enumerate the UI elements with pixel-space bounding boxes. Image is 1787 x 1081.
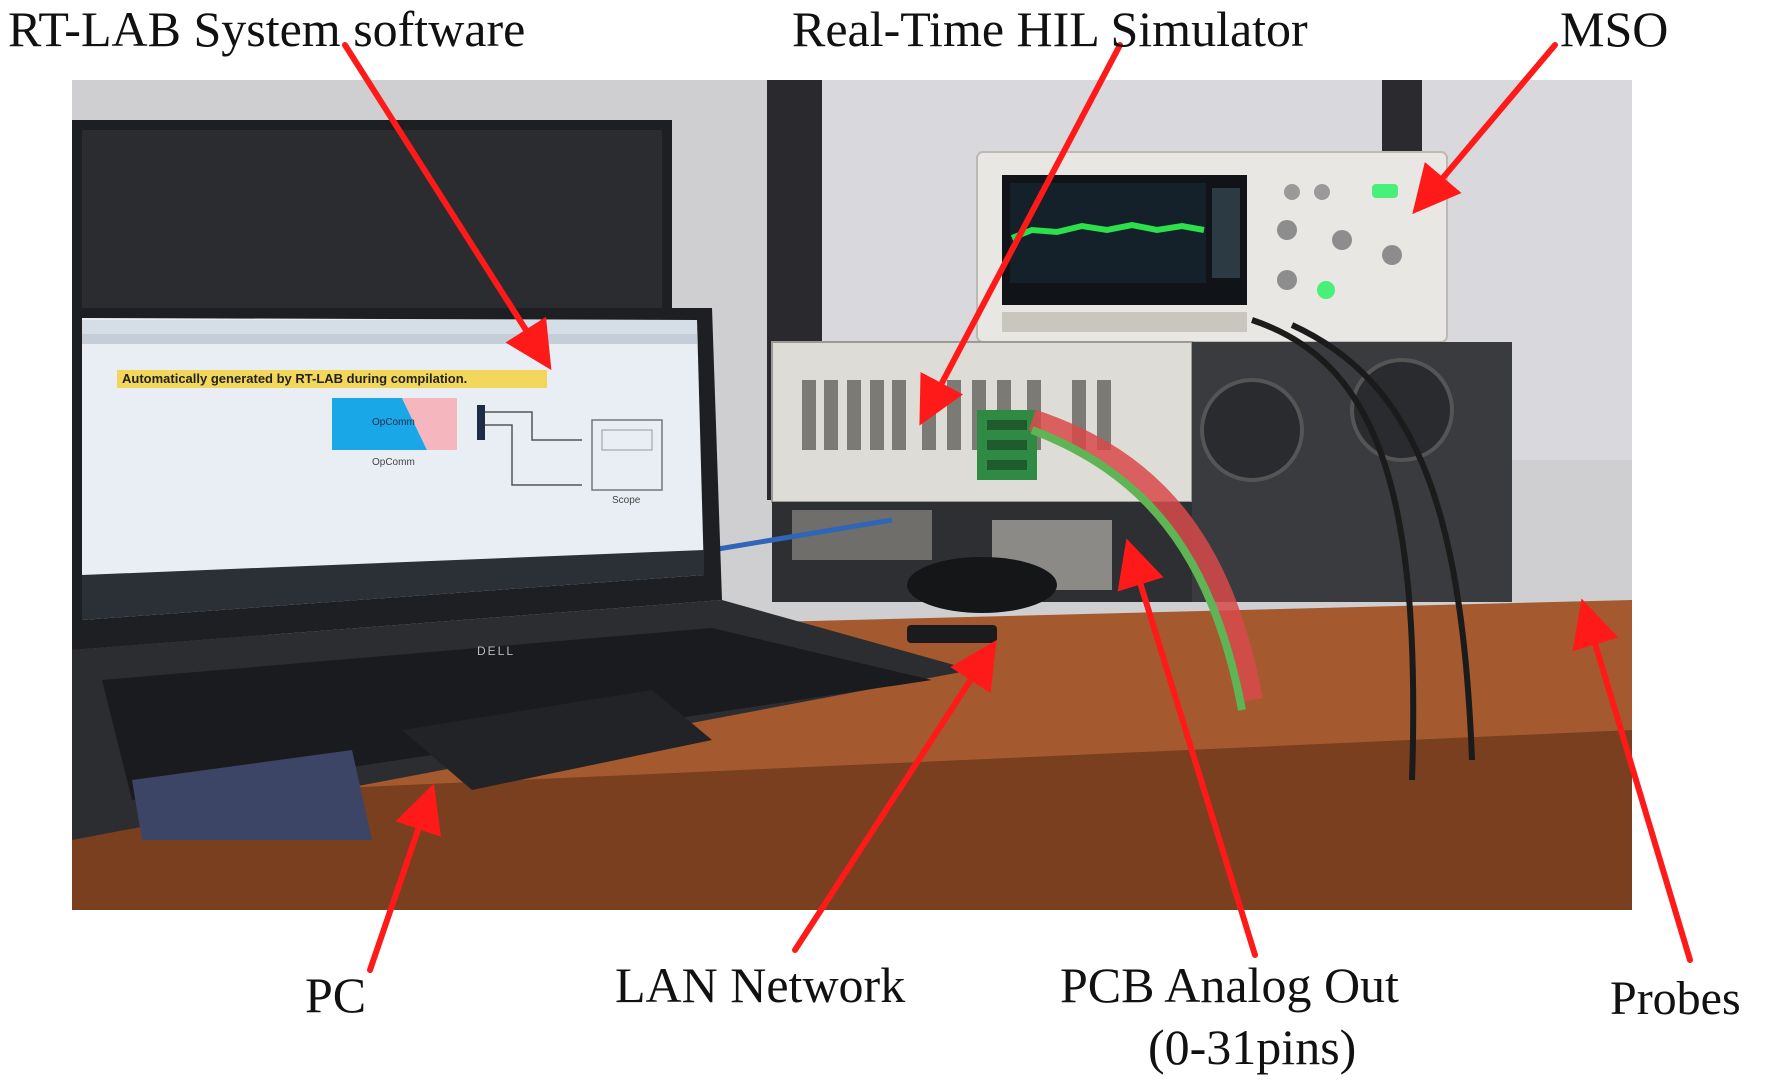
screen-banner-text: Automatically generated by RT-LAB during… [122, 371, 468, 386]
label-lan-network: LAN Network [615, 957, 906, 1013]
scope-block-caption: Scope [612, 495, 641, 506]
label-hil-simulator: Real-Time HIL Simulator [792, 1, 1308, 57]
mouse [907, 557, 1057, 613]
lab-setup-photo: Automatically generated by RT-LAB during… [72, 80, 1632, 910]
label-pcb-pins: (0-31pins) [1148, 1019, 1357, 1075]
scope-block [591, 419, 663, 491]
lab-setup-illustration [72, 80, 1632, 910]
label-pcb-analog-out: PCB Analog Out [1060, 957, 1399, 1013]
probe-cable [1251, 317, 1417, 781]
laptop [72, 308, 972, 840]
opcomm-block-caption: OpComm [372, 457, 415, 468]
label-pc: PC [305, 967, 367, 1023]
laptop-brand: DELL [477, 644, 516, 658]
label-probes: Probes [1610, 972, 1741, 1025]
label-rt-lab: RT-LAB System software [8, 1, 526, 57]
opcomm-block-pink [402, 398, 457, 450]
lan-cable [711, 517, 893, 553]
screen-banner-bg [117, 370, 547, 388]
label-mso: MSO [1560, 1, 1669, 57]
oscilloscope [976, 151, 1448, 343]
opcomm-block-label: OpComm [372, 417, 415, 428]
usb-stick [907, 625, 997, 643]
opcomm-block-blue [332, 398, 427, 450]
